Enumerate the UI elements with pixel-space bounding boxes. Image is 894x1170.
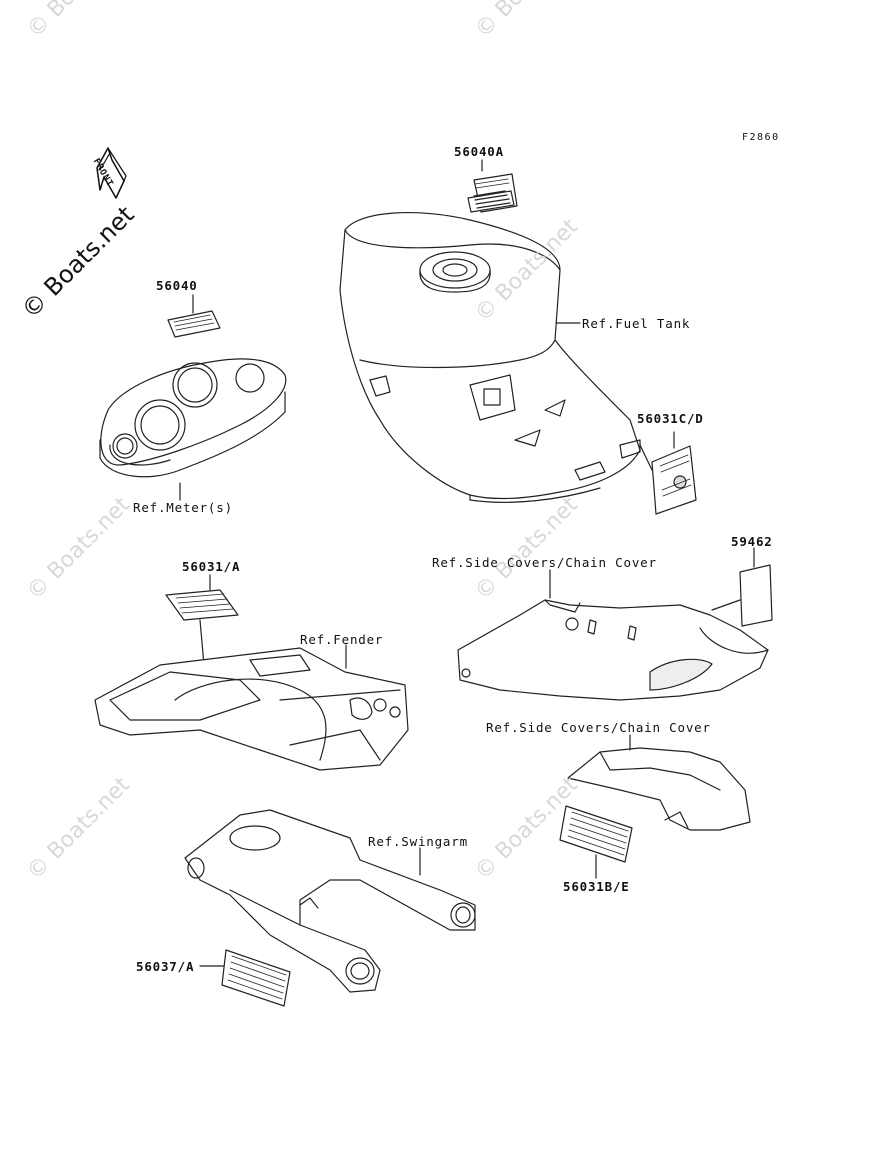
decal-56040 <box>167 310 221 338</box>
ref-label-side-covers-lower: Ref.Side Covers/Chain Cover <box>486 720 711 735</box>
part-label-56040: 56040 <box>156 278 198 293</box>
side-cover-upper <box>457 599 769 701</box>
part-label-59462: 59462 <box>731 534 773 549</box>
decal-56031A <box>165 589 239 621</box>
decal-59462 <box>739 564 773 627</box>
part-label-56037A: 56037/A <box>136 959 195 974</box>
leader-56031CD-2 <box>639 444 653 471</box>
decal-56037A <box>221 949 291 1007</box>
ref-label-side-covers-upper: Ref.Side Covers/Chain Cover <box>432 555 657 570</box>
decal-56031CD <box>651 445 697 515</box>
front-arrow-icon <box>96 147 127 199</box>
decal-56031BE <box>559 805 633 863</box>
ref-label-fender: Ref.Fender <box>300 632 384 647</box>
part-label-56040A: 56040A <box>454 144 504 159</box>
ref-label-fuel-tank: Ref.Fuel Tank <box>582 316 691 331</box>
meter-assembly <box>99 358 287 478</box>
fuel-tank <box>339 211 641 503</box>
leader-59462-2 <box>711 599 741 611</box>
swingarm <box>184 809 476 993</box>
chain-cover-lower <box>567 747 751 831</box>
part-label-56031CD: 56031C/D <box>637 411 704 426</box>
rear-fender <box>94 647 409 771</box>
diagram-code: F2860 <box>742 132 780 143</box>
ref-label-swingarm: Ref.Swingarm <box>368 834 468 849</box>
ref-label-meter: Ref.Meter(s) <box>133 500 233 515</box>
leader-56031A-2 <box>199 619 205 666</box>
part-label-56031A: 56031/A <box>182 559 241 574</box>
part-label-56031BE: 56031B/E <box>563 879 630 894</box>
decal-56040A <box>467 173 518 213</box>
